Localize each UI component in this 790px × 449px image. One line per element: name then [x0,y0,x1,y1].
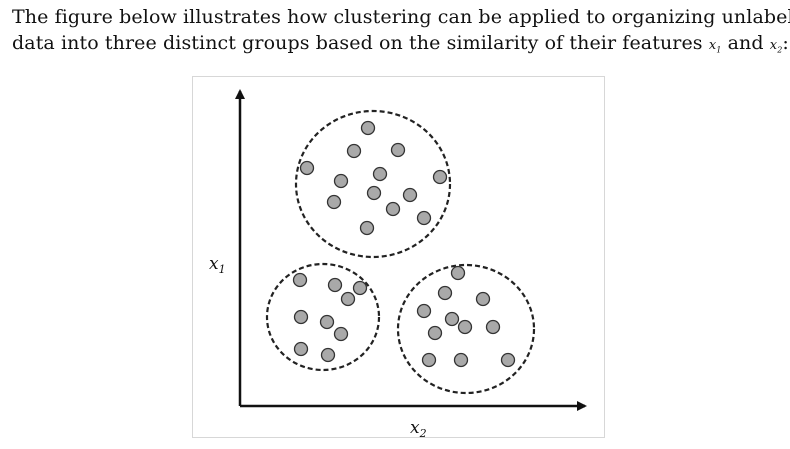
data-point [485,319,501,335]
data-point [450,265,466,281]
data-point [359,220,375,236]
data-point [437,285,453,301]
cluster-bottom-left-points [292,272,368,363]
data-point [432,169,448,185]
data-point [319,314,335,330]
data-point [333,173,349,189]
data-point [453,352,469,368]
data-point [366,185,382,201]
data-point [293,341,309,357]
y-axis-label: x1 [209,254,226,276]
data-point [372,166,388,182]
cluster-bottom-right-points [416,265,516,368]
data-point [385,201,401,217]
intro-colon: : [782,32,789,54]
data-point [352,280,368,296]
data-point [326,194,342,210]
data-point [500,352,516,368]
data-point [360,120,376,136]
data-point [340,291,356,307]
data-point [427,325,443,341]
data-point [421,352,437,368]
intro-and: and [727,32,764,54]
data-point [416,303,432,319]
clustering-diagram: x1 x2 [209,89,587,439]
data-point [292,272,308,288]
feature-x2: x2 [769,38,783,55]
data-point [346,143,362,159]
data-point [293,309,309,325]
data-point [475,291,491,307]
data-point [299,160,315,176]
cluster-boundary-bottom-right [396,263,536,395]
clustering-figure: x1 x2 [192,76,605,439]
intro-paragraph: The figure below illustrates how cluster… [12,4,790,64]
data-point [320,347,336,363]
cluster-boundary-top [294,109,452,259]
intro-line-2-text: data into three distinct groups based on… [12,32,703,54]
intro-line-1: The figure below illustrates how cluster… [12,6,790,28]
cluster-top-points [299,120,448,236]
cluster-boundary-bottom-left [265,262,381,372]
intro-line-2: data into three distinct groups based on… [12,30,789,64]
x-axis-label: x2 [410,418,427,439]
data-point [416,210,432,226]
data-point [390,142,406,158]
data-point [444,311,460,327]
feature-x1: x1 [708,38,722,55]
data-point [333,326,349,342]
data-point [402,187,418,203]
data-point [327,277,343,293]
data-point [457,319,473,335]
